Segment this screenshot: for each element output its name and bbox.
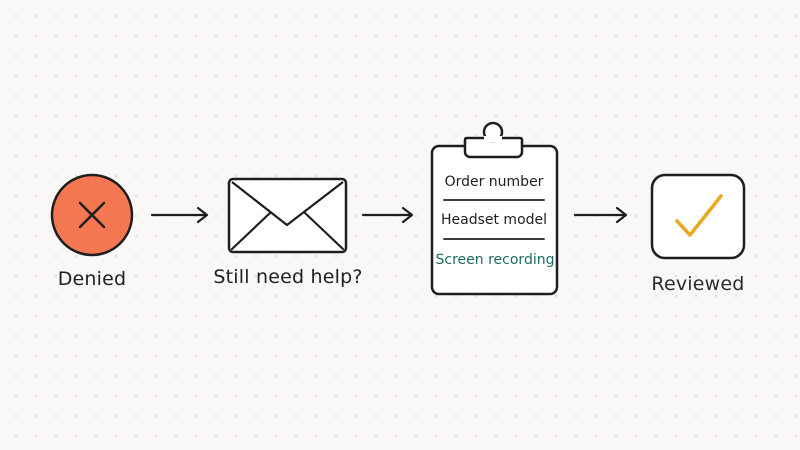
envelope-fold-left: [230, 211, 272, 251]
arrow-3: [573, 206, 628, 224]
clipboard-line-order-number: Order number: [444, 174, 544, 190]
check-mark: [675, 194, 723, 237]
clipboard-line-headset-model: Headset model: [440, 212, 548, 228]
step-label-denied: Denied: [57, 268, 127, 290]
envelope-flap: [231, 181, 344, 227]
clipboard-icon: [430, 121, 559, 296]
denied-icon: [50, 173, 134, 257]
step-label-reviewed: Reviewed: [651, 273, 745, 295]
arrow-1: [150, 206, 209, 224]
arrow-2: [361, 206, 414, 224]
step-label-still-need-help: Still need help?: [213, 266, 363, 288]
clipboard-line-screen-recording: Screen recording: [435, 252, 555, 268]
envelope-icon: [227, 177, 348, 254]
envelope-fold-right: [303, 211, 345, 251]
checkmark-icon: [650, 173, 746, 260]
envelope-body: [227, 177, 348, 254]
x-mark: [78, 201, 106, 229]
check-box: [650, 173, 746, 260]
